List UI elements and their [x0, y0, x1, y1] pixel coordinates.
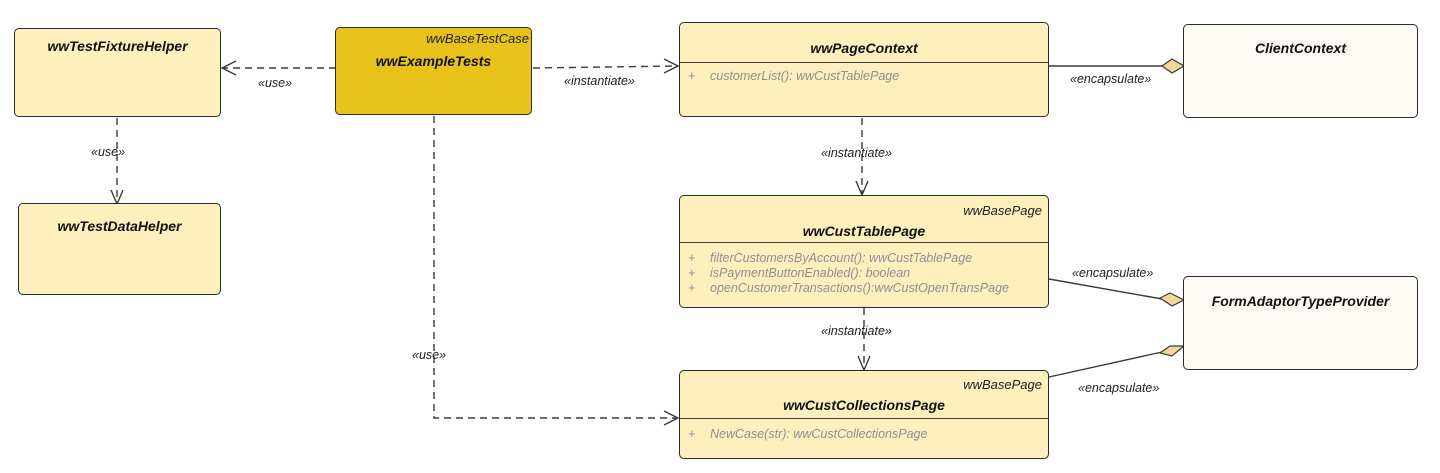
label-instantiate-collections: «instantiate»: [821, 324, 892, 338]
class-name: wwCustTablePage: [802, 223, 926, 239]
label-instantiate-context: «instantiate»: [564, 74, 635, 88]
class-name: ClientContext: [1255, 40, 1346, 56]
dependency-tests-collections: [433, 116, 677, 419]
dependency-tests-context: [532, 65, 678, 69]
class-stereotype: wwBaseTestCase: [426, 31, 529, 46]
label-encapsulate-adaptor-lower: «encapsulate»: [1078, 381, 1160, 395]
class-name: wwExampleTests: [375, 53, 492, 69]
operation: +openCustomerTransactions():wwCustOpenTr…: [688, 281, 1009, 295]
class-ww-test-data-helper[interactable]: wwTestDataHelper: [18, 203, 221, 295]
compartment-divider: [680, 242, 1048, 243]
arrowhead-collections-left: [663, 410, 680, 426]
compartment-divider: [680, 62, 1048, 63]
arrowhead-fixture: [220, 60, 237, 76]
operation: +customerList(): wwCustTablePage: [688, 69, 900, 83]
class-client-context[interactable]: ClientContext: [1183, 24, 1418, 118]
label-encapsulate-client: «encapsulate»: [1070, 72, 1152, 86]
operation-list: +customerList(): wwCustTablePage: [688, 69, 1044, 84]
arrowhead-context: [663, 58, 680, 74]
label-use-fixture: «use»: [258, 76, 293, 90]
class-name: FormAdaptorTypeProvider: [1211, 293, 1390, 309]
class-name: wwTestDataHelper: [57, 218, 182, 234]
diamond-adaptor-lower: [1158, 345, 1186, 357]
class-name: wwCustCollectionsPage: [783, 397, 945, 413]
class-ww-example-tests[interactable]: wwBaseTestCase wwExampleTests: [335, 27, 532, 115]
diamond-client-context: [1160, 58, 1186, 74]
diamond-adaptor-upper: [1158, 292, 1186, 307]
class-name: wwPageContext: [810, 40, 918, 56]
operation: +NewCase(str): wwCustCollectionsPage: [688, 427, 928, 441]
class-name: wwTestFixtureHelper: [47, 38, 188, 54]
class-ww-cust-collections-page[interactable]: wwBasePage wwCustCollectionsPage +NewCas…: [679, 370, 1049, 459]
compartment-divider: [680, 418, 1048, 419]
class-form-adaptor-type-provider[interactable]: FormAdaptorTypeProvider: [1183, 276, 1418, 370]
aggregation-collections-adaptor: [1048, 351, 1163, 378]
class-ww-page-context[interactable]: wwPageContext +customerList(): wwCustTab…: [679, 22, 1049, 117]
label-use-collections: «use»: [412, 348, 447, 362]
class-ww-cust-table-page[interactable]: wwBasePage wwCustTablePage +filterCustom…: [679, 195, 1049, 308]
operation-list: +NewCase(str): wwCustCollectionsPage: [688, 427, 1044, 442]
operation: +filterCustomersByAccount(): wwCustTable…: [688, 251, 973, 265]
operation: +isPaymentButtonEnabled(): boolean: [688, 266, 911, 280]
class-stereotype: wwBasePage: [963, 377, 1042, 392]
label-use-data-helper: «use»: [91, 145, 126, 159]
aggregation-table-adaptor: [1048, 278, 1163, 300]
label-encapsulate-adaptor-upper: «encapsulate»: [1072, 266, 1154, 280]
class-ww-test-fixture-helper[interactable]: wwTestFixtureHelper: [14, 28, 221, 117]
class-stereotype: wwBasePage: [963, 203, 1042, 218]
label-instantiate-table: «instantiate»: [821, 146, 892, 160]
operation-list: +filterCustomersByAccount(): wwCustTable…: [688, 251, 1044, 296]
